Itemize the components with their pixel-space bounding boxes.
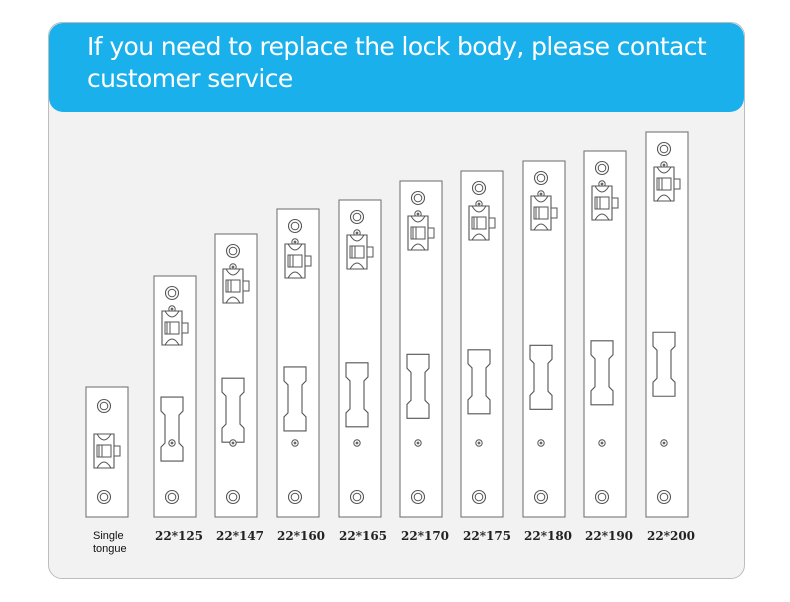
lock-body-plate-1 [153,275,197,518]
lock-body-plate-6 [460,170,504,518]
banner-title: If you need to replace the lock body, pl… [87,32,707,93]
lock-body-plate-3 [276,208,320,518]
lock-body-plate-5 [399,180,443,518]
lock-body-plate-7 [522,160,566,518]
lock-body-plate-9 [645,131,689,518]
info-banner: If you need to replace the lock body, pl… [49,23,744,112]
single-tongue-plate [85,386,129,518]
lock-body-plate-8 [583,150,627,518]
lock-body-plate-4 [338,199,382,518]
lock-body-plate-2 [214,233,258,518]
